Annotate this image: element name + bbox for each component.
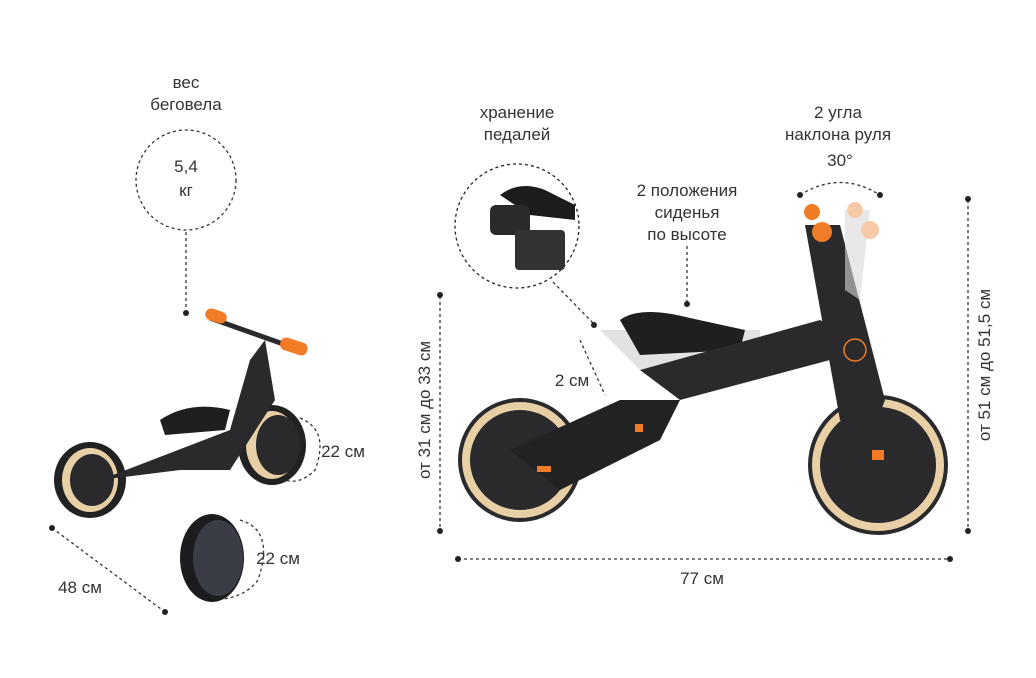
weight-circle [135,129,237,231]
seat-step-label: 2 см [554,371,590,390]
pedal-detail [490,186,575,270]
length-label: 77 см [680,569,724,588]
pedal-storage-title: хранение педалей [479,103,555,144]
seat-height-label: от 31 см до 33 см [415,340,434,480]
angled-bike [54,308,308,602]
rear-wheel-label: 22 см [321,442,365,461]
weight-unit: кг [179,181,193,200]
handlebar-title: 2 угла наклона руля [784,103,892,144]
seat-positions-title: 2 положения сиденья по высоте [636,181,738,244]
weight-value: 5,4 [174,157,198,176]
handlebar-angle: 30° [827,151,853,170]
width-label: 48 см [58,578,102,597]
handlebar-height-label: от 51 см до 51,5 см [975,288,994,442]
pedal-zoom-circle [454,163,580,289]
front-wheel-label: 22 см [256,549,300,568]
weight-title: вес беговела [150,73,222,114]
side-bike [458,202,948,535]
